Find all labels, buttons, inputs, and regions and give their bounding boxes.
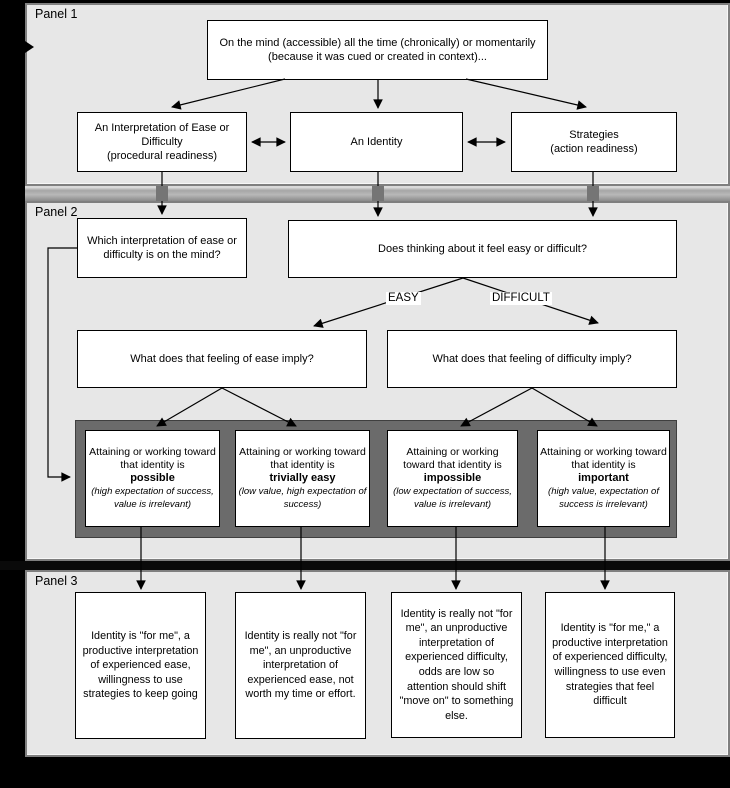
panel-divider-gray [25,186,730,201]
outcome-note: (high value, expectation of success is i… [548,486,659,510]
ease-imply-box: What does that feeling of ease imply? [77,330,367,388]
panel-divider-black [0,561,730,570]
conclusion-box-productive-ease: Identity is "for me", a productive inter… [75,592,206,739]
outcome-prefix: Attaining or working toward that identit… [239,446,366,472]
difficult-branch-label: DIFFICULT [490,292,552,306]
identity-box: An Identity [290,112,463,172]
on-mind-box: On the mind (accessible) all the time (c… [207,20,548,80]
outcome-keyword: trivially easy [269,472,336,485]
outcome-note: (low expectation of success, value is ir… [393,486,512,510]
which-interpretation-box: Which interpretation of ease or difficul… [77,218,247,278]
easy-or-difficult-box: Does thinking about it feel easy or diff… [288,220,677,278]
panel-1-label: Panel 1 [35,7,78,21]
panel-3-label: Panel 3 [35,574,78,588]
conclusion-box-unproductive-ease: Identity is really not "for me", an unpr… [235,592,366,739]
outcome-keyword: impossible [423,472,482,485]
easy-branch-label: EASY [386,292,421,306]
conclusion-box-productive-difficulty: Identity is "for me," a productive inter… [545,592,675,738]
outcome-note: (low value, high expectation of success) [238,486,367,510]
outcome-keyword: possible [130,472,175,485]
outcome-keyword: important [578,472,629,485]
outcome-prefix: Attaining or working toward that identit… [89,446,216,472]
interpretation-box: An Interpretation of Ease or Difficulty … [77,112,247,172]
outcome-note: (high expectation of success, value is i… [91,486,214,510]
outcome-box-important: Attaining or working toward that identit… [537,430,670,527]
outcome-box-impossible: Attaining or working toward that identit… [387,430,518,527]
conclusion-box-unproductive-difficulty: Identity is really not "for me", an unpr… [391,592,522,738]
outcome-prefix: Attaining or working toward that identit… [403,446,502,472]
outcome-box-possible: Attaining or working toward that identit… [85,430,220,527]
difficulty-imply-box: What does that feeling of difficulty imp… [387,330,677,388]
outcome-prefix: Attaining or working toward that identit… [540,446,667,472]
panel-2-label: Panel 2 [35,205,78,219]
outcome-box-trivially-easy: Attaining or working toward that identit… [235,430,370,527]
strategies-box: Strategies (action readiness) [511,112,677,172]
